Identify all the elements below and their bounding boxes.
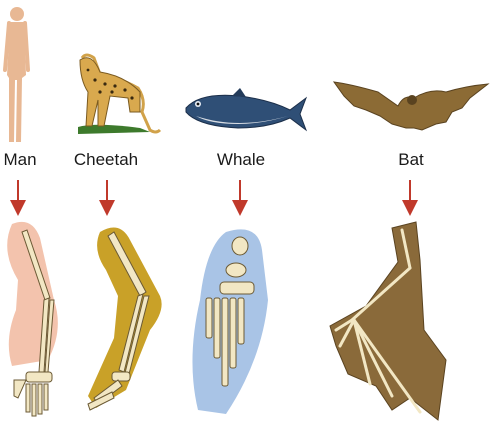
- label-cheetah: Cheetah: [74, 150, 138, 170]
- label-man: Man: [3, 150, 36, 170]
- cheetah-limb: [88, 228, 162, 411]
- cheetah-figure: [78, 55, 160, 134]
- man-figure: [5, 7, 28, 142]
- arrows: [18, 180, 410, 208]
- bat-figure: [334, 82, 488, 130]
- whale-limb: [192, 229, 268, 414]
- bat-limb: [330, 222, 446, 420]
- label-whale: Whale: [217, 150, 265, 170]
- man-limb: [7, 222, 58, 416]
- label-bat: Bat: [398, 150, 424, 170]
- whale-figure: [186, 88, 306, 130]
